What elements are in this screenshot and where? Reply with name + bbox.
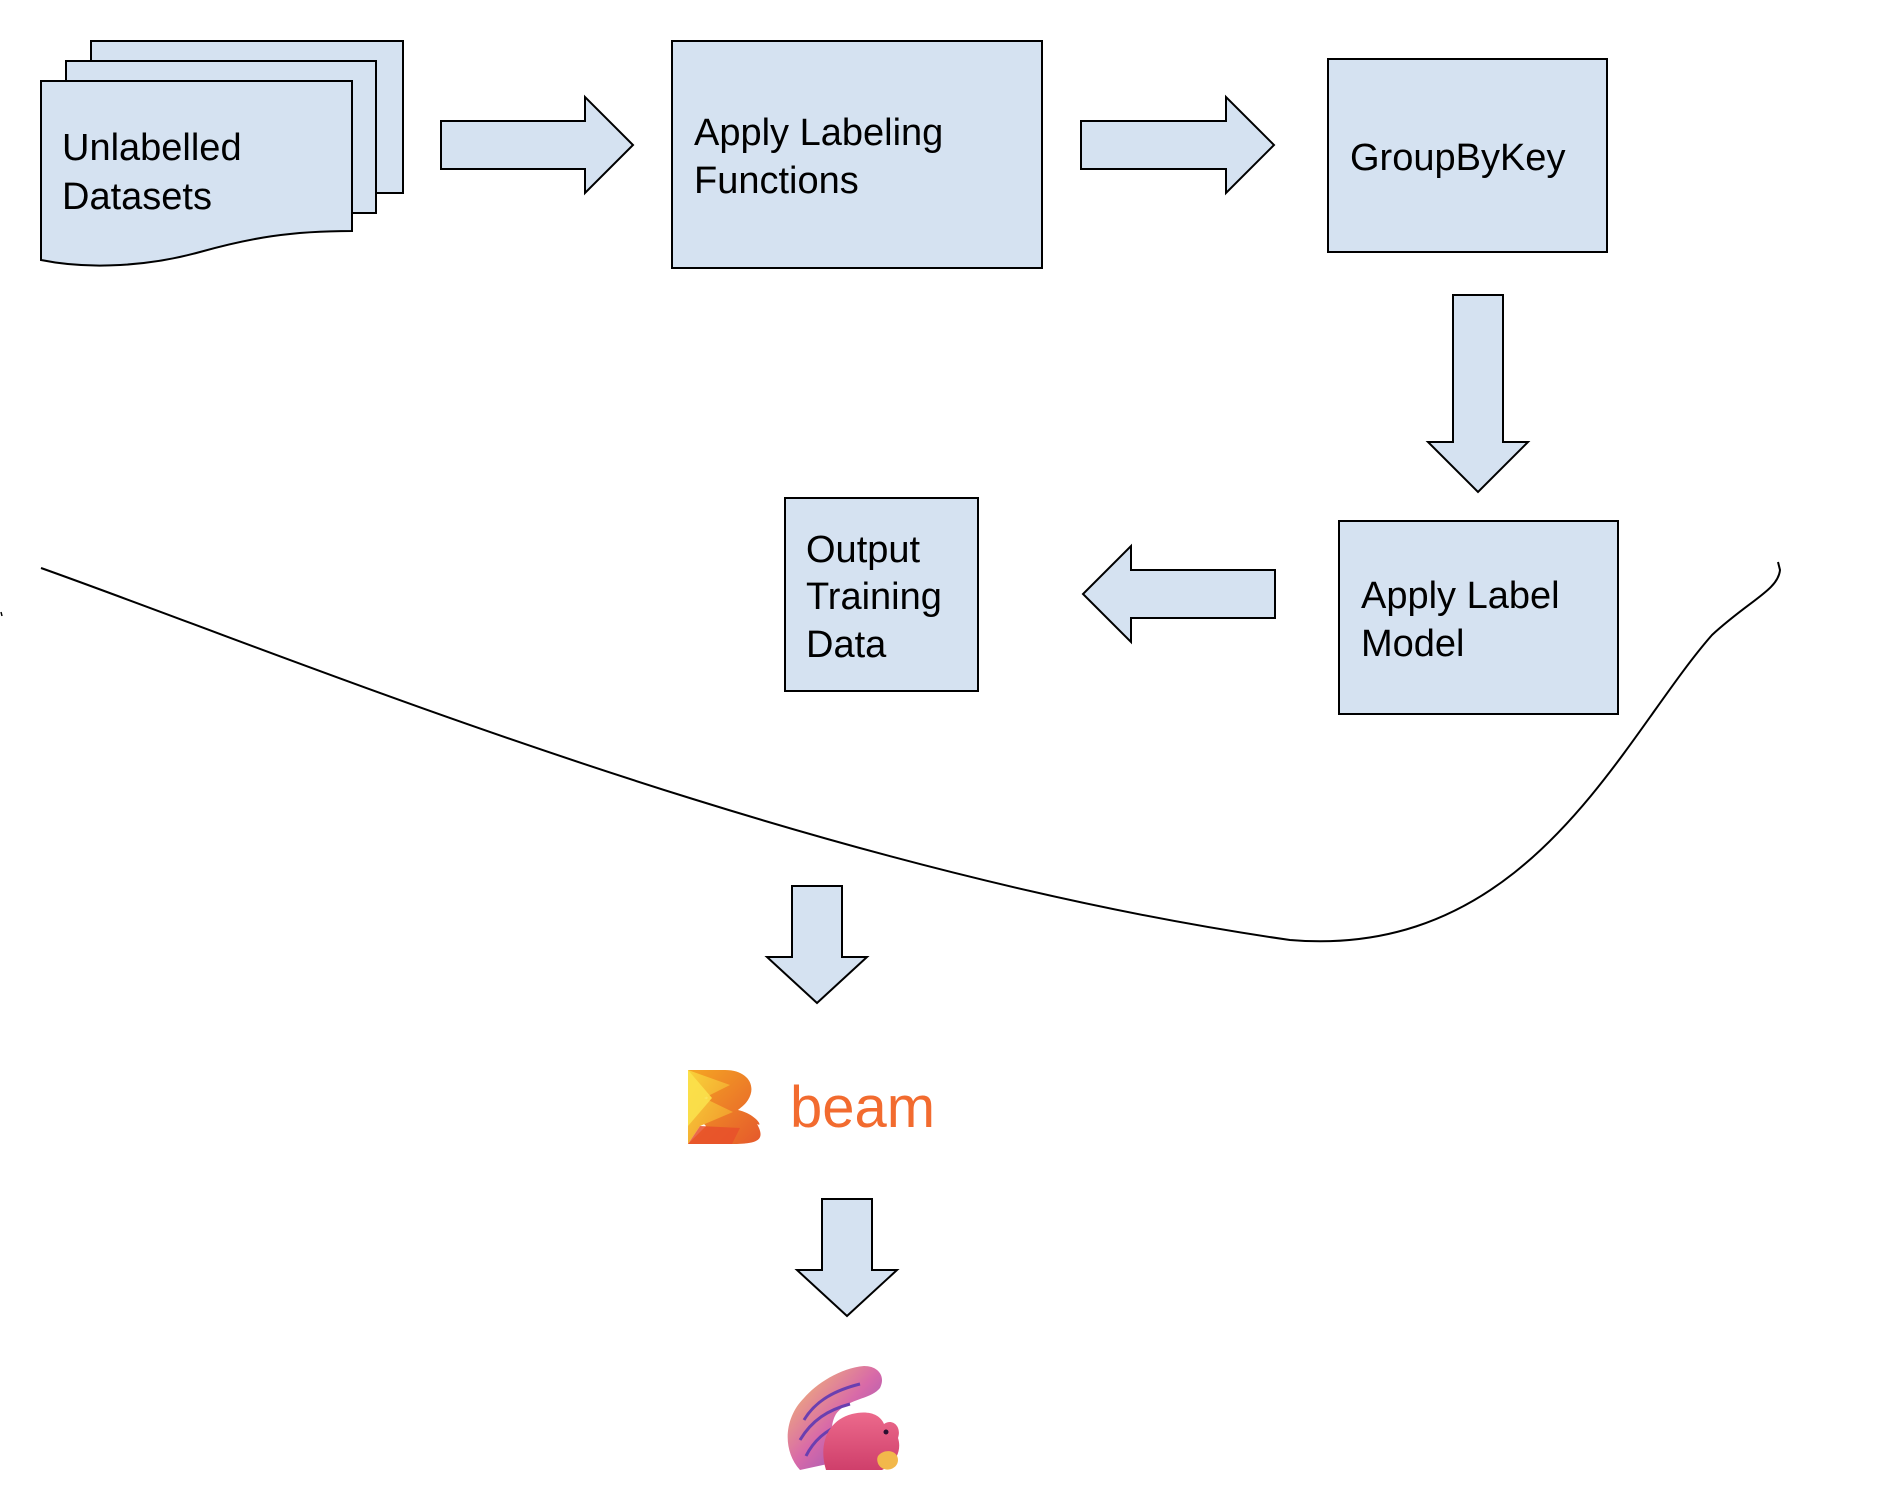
unlabelled-datasets-node: Unlabelled Datasets: [40, 40, 404, 267]
beam-wordmark: beam: [790, 1075, 935, 1140]
output-training-data-box: [784, 497, 979, 692]
output-training-data-node: Output Training Data: [784, 497, 979, 692]
output-training-data-line-3: Data: [806, 624, 887, 666]
document-front-sheet: [40, 80, 353, 267]
apache-flink-squirrel-logo-icon: [787, 1366, 900, 1470]
flink-eye: [883, 1429, 889, 1435]
beam-logo: beam: [688, 1070, 935, 1144]
apply-labeling-functions-line-2: Functions: [694, 160, 859, 202]
unlabelled-datasets-line-2: Datasets: [62, 176, 212, 218]
flink-tail: [787, 1366, 883, 1470]
groupbykey-box: [1327, 58, 1608, 253]
arrow-groupbykey-to-labelmodel: [1425, 294, 1531, 494]
curve-stray-mark: [0, 611, 3, 617]
output-training-data-label: Output Training Data: [806, 529, 952, 666]
unlabelled-datasets-label: Unlabelled Datasets: [62, 127, 252, 218]
apply-label-model-node: Apply Label Model: [1338, 520, 1619, 715]
apply-labeling-functions-node: Apply Labeling Functions: [671, 40, 1043, 269]
apache-beam-logo-icon: [688, 1070, 761, 1144]
apply-label-model-line-2: Model: [1361, 623, 1465, 665]
arrow-datasets-to-labeling: [440, 94, 635, 196]
arrow-beam-to-flink: [794, 1198, 900, 1318]
flink-acorn: [877, 1451, 898, 1470]
groupbykey-label: GroupByKey: [1350, 137, 1565, 179]
arrow-labeling-to-groupbykey: [1080, 94, 1276, 196]
arrow-pipeline-to-beam: [764, 885, 870, 1005]
groupbykey-node: GroupByKey: [1327, 58, 1608, 253]
apply-labeling-functions-box: [671, 40, 1043, 269]
output-training-data-line-1: Output: [806, 529, 921, 571]
apply-label-model-box: [1338, 520, 1619, 715]
enclosing-curve: [40, 561, 1782, 943]
unlabelled-datasets-line-1: Unlabelled: [62, 127, 242, 169]
arrow-labelmodel-to-output: [1081, 543, 1276, 645]
apply-label-model-line-1: Apply Label: [1361, 575, 1560, 617]
apply-label-model-label: Apply Label Model: [1361, 575, 1570, 665]
output-training-data-line-2: Training: [806, 576, 942, 618]
apply-labeling-functions-label: Apply Labeling Functions: [694, 112, 954, 202]
groupbykey-line-1: GroupByKey: [1350, 137, 1565, 179]
apply-labeling-functions-line-1: Apply Labeling: [694, 112, 943, 154]
